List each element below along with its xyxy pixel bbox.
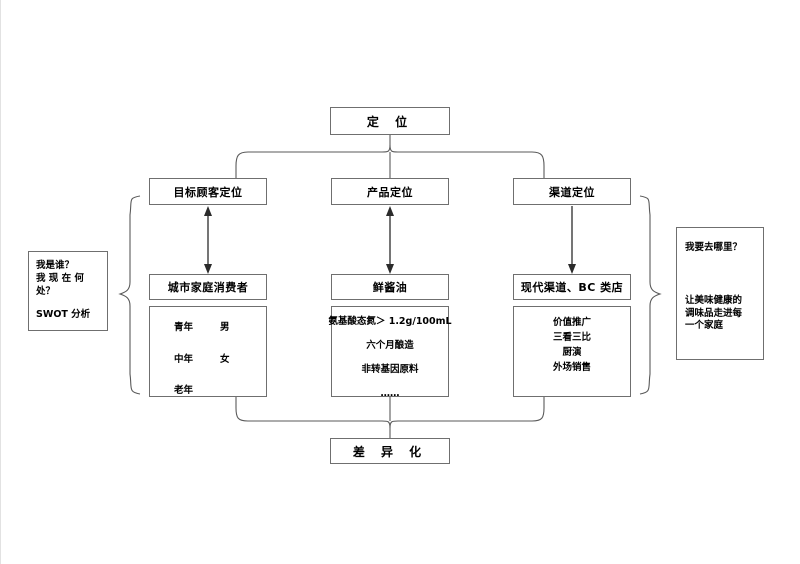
box-channel-header-label: 渠道定位 <box>549 185 595 199</box>
box-product-subject-label: 鲜酱油 <box>372 281 408 294</box>
detail-age-old: 老年 <box>174 385 194 396</box>
detail-blank <box>220 382 260 396</box>
box-product-header-label: 产品定位 <box>367 185 413 199</box>
box-channel-details[interactable]: 价值推广 三看三比 厨演 外场销售 <box>513 306 631 397</box>
detail-non-gmo: 非转基因原料 <box>361 363 419 375</box>
detail-amino-nitrogen: 氨基酸态氮＞ 1.2g/100mL <box>328 316 452 327</box>
detail-gender-male: 男 <box>220 322 230 333</box>
detail-age-young: 青年 <box>174 322 194 333</box>
detail-three-look-three-compare: 三看三比 <box>552 331 591 343</box>
box-right-note[interactable]: 我要去哪里？ 让美味健康的 调味品走进每 一个家庭 <box>676 227 764 360</box>
box-channel-subject[interactable]: 现代渠道、BC 类店 <box>513 274 631 300</box>
detail-gender-female: 女 <box>220 353 230 365</box>
box-product-subject[interactable]: 鲜酱油 <box>331 274 449 300</box>
page-left-edge <box>0 0 1 564</box>
box-target-customer-details[interactable]: 青年 男 中年 女 老年 <box>149 306 267 397</box>
box-positioning-label: 定 位 <box>366 114 414 129</box>
detail-row: 老年 <box>150 382 266 396</box>
right-note-vision-line-1: 让美味健康的 <box>685 294 743 306</box>
detail-brew-months: 六个月酿造 <box>366 339 414 351</box>
left-note-line-3: 处？ <box>36 285 56 297</box>
box-channel-header[interactable]: 渠道定位 <box>513 178 631 205</box>
right-note-vision-line-2: 调味品走进每 <box>685 307 743 319</box>
arrow-channel <box>568 206 576 274</box>
box-target-customer-subject-label: 城市家庭消费者 <box>167 281 249 294</box>
box-product-header[interactable]: 产品定位 <box>331 178 449 205</box>
detail-row: 中年 女 <box>150 351 266 365</box>
box-differentiation[interactable]: 差 异 化 <box>330 438 450 464</box>
box-target-customer-header[interactable]: 目标顾客定位 <box>149 178 267 205</box>
detail-value-promotion: 价值推广 <box>552 317 591 328</box>
right-brace <box>639 195 662 395</box>
top-brace <box>235 135 545 178</box>
box-product-details[interactable]: 氨基酸态氮＞ 1.2g/100mL 六个月酿造 非转基因原料 …… <box>328 306 452 399</box>
left-brace <box>118 195 141 395</box>
detail-row: 青年 男 <box>150 319 266 333</box>
right-note-vision-line-3: 一个家庭 <box>685 320 724 332</box>
left-note-swot: SWOT 分析 <box>36 309 91 321</box>
box-target-customer-header-label: 目标顾客定位 <box>173 185 243 199</box>
left-note-line-1: 我是谁？ <box>36 260 75 271</box>
detail-age-middle: 中年 <box>174 353 194 365</box>
box-positioning[interactable]: 定 位 <box>330 107 450 135</box>
box-channel-subject-label: 现代渠道、BC 类店 <box>520 281 624 294</box>
box-left-note[interactable]: 我是谁？ 我 现 在 何 处？ SWOT 分析 <box>28 251 108 331</box>
box-differentiation-label: 差 异 化 <box>352 444 428 459</box>
arrow-target-customer <box>204 206 212 274</box>
box-target-customer-subject[interactable]: 城市家庭消费者 <box>149 274 267 300</box>
detail-cooking-demo: 厨演 <box>562 346 582 358</box>
detail-outdoor-sales: 外场销售 <box>552 361 591 373</box>
arrow-product <box>386 206 394 274</box>
left-note-line-2: 我 现 在 何 <box>36 272 84 284</box>
bottom-brace <box>235 397 545 438</box>
detail-ellipsis: …… <box>380 387 400 399</box>
right-note-question: 我要去哪里？ <box>685 242 743 253</box>
